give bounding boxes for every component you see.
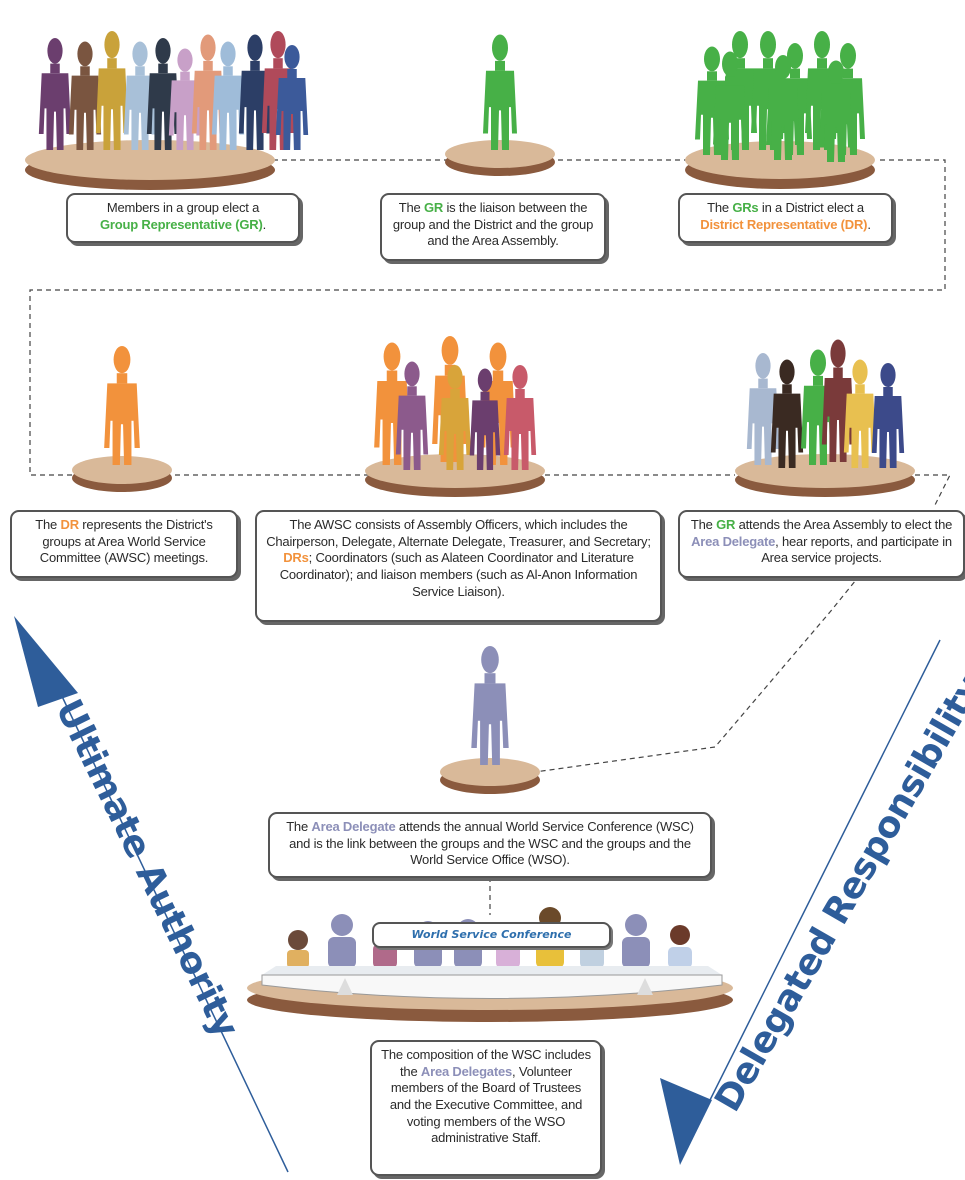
wsc-table-label: World Service Conference — [372, 922, 611, 948]
caption-gr-assembly: The GR attends the Area Assembly to elec… — [678, 510, 965, 578]
district-grs-illustration — [695, 30, 865, 162]
area-assembly-illustration — [746, 339, 905, 468]
person-icon — [471, 646, 509, 765]
person-icon — [483, 34, 517, 150]
ultimate-authority-arrow — [14, 616, 289, 1173]
arrow-down-icon — [660, 1078, 712, 1165]
connector-lines — [29, 159, 951, 915]
platform-dr — [72, 456, 172, 492]
caption-dr: The DR represents the District's groups … — [10, 510, 238, 578]
caption-composition: The composition of the WSC includes the … — [370, 1040, 602, 1176]
person-icon — [104, 346, 140, 465]
caption-members: Members in a group elect a Group Represe… — [66, 193, 300, 243]
caption-awsc: The AWSC consists of Assembly Officers, … — [255, 510, 662, 622]
awsc-illustration — [374, 336, 537, 470]
platform-gr — [445, 140, 555, 176]
caption-area-delegate: The Area Delegate attends the annual Wor… — [268, 812, 712, 878]
caption-grs-district: The GRs in a District elect a District R… — [678, 193, 893, 243]
delegated-responsibility-arrow — [660, 639, 941, 1165]
platform-area-delegate — [440, 758, 540, 794]
gr-figure — [483, 34, 517, 150]
dr-figure — [104, 346, 140, 465]
caption-gr-liaison: The GR is the liaison between the group … — [380, 193, 606, 261]
area-delegate-figure — [471, 646, 509, 765]
arrow-up-icon — [14, 616, 78, 707]
group-members-illustration — [38, 30, 309, 151]
wsc-table — [261, 966, 723, 999]
